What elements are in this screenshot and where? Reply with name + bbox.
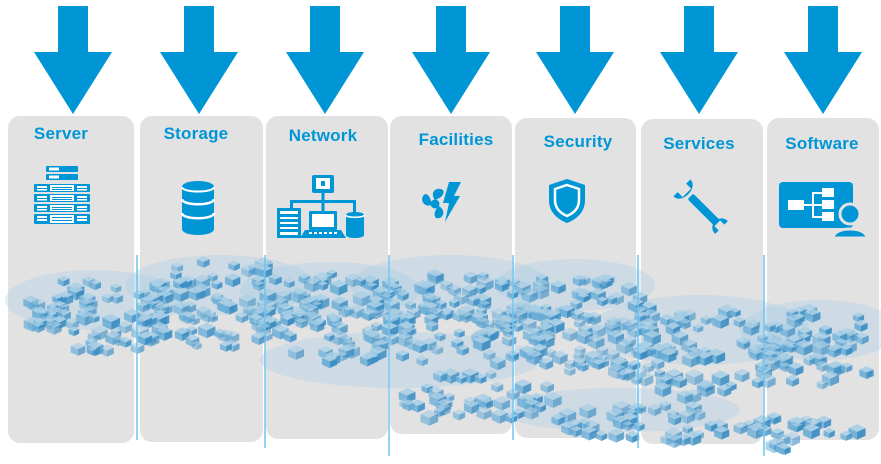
column-label-security: Security xyxy=(543,132,613,151)
software-user-icon xyxy=(779,182,866,238)
column-panel-services xyxy=(641,119,763,444)
down-arrow-icon xyxy=(160,6,238,114)
server-rack-icon xyxy=(34,166,90,224)
column-panel-network xyxy=(266,116,388,439)
down-arrow-icon xyxy=(412,6,490,114)
column-label-software: Software xyxy=(785,134,859,153)
power-fan-icon xyxy=(422,182,461,222)
column-label-services: Services xyxy=(663,134,735,153)
down-arrow-icon xyxy=(784,6,862,114)
column-panel-storage xyxy=(140,116,263,442)
column-label-server: Server xyxy=(33,124,89,143)
column-label-network: Network xyxy=(288,126,358,145)
down-arrow-icon xyxy=(286,6,364,114)
column-panel-facilities xyxy=(390,116,512,434)
down-arrow-icon xyxy=(536,6,614,114)
database-icon xyxy=(180,181,216,235)
column-panel-software xyxy=(767,118,879,440)
shield-icon xyxy=(549,179,585,223)
network-topology-icon xyxy=(277,175,365,238)
down-arrow-icon xyxy=(34,6,112,114)
down-arrow-icon xyxy=(660,6,738,114)
wrench-icon xyxy=(673,179,728,234)
column-label-facilities: Facilities xyxy=(418,130,494,149)
column-label-storage: Storage xyxy=(163,124,229,143)
column-panel-security xyxy=(515,118,636,438)
